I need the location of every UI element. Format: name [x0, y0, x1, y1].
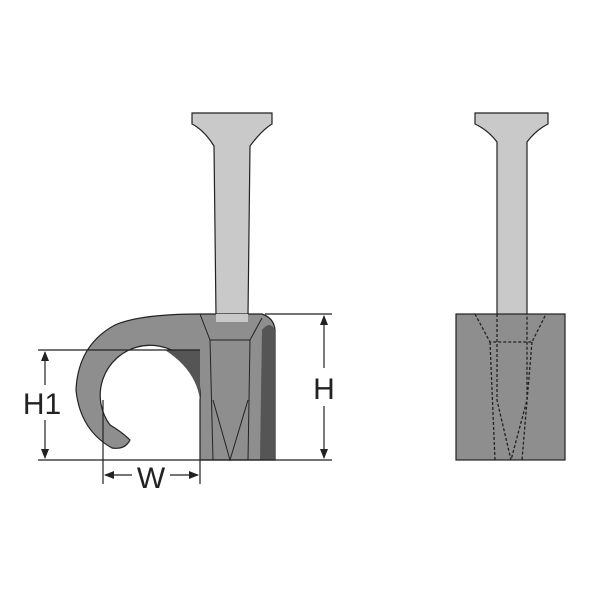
inner-height-label: H1 [23, 388, 61, 421]
clip-body-side [75, 313, 276, 461]
clip-shadow-right [260, 325, 275, 460]
nail-over-body [216, 314, 248, 322]
height-label: H [313, 373, 335, 406]
width-label: W [137, 462, 166, 495]
dimensions [38, 313, 332, 484]
nail-side [191, 112, 273, 317]
nail-front [474, 112, 549, 317]
nail-hidden-tip [199, 313, 263, 462]
clip-shadow-inner [165, 350, 200, 400]
side-view [75, 112, 276, 462]
front-view [455, 112, 566, 461]
clip-body-front [455, 313, 566, 461]
nail-hidden-lines [474, 313, 547, 461]
